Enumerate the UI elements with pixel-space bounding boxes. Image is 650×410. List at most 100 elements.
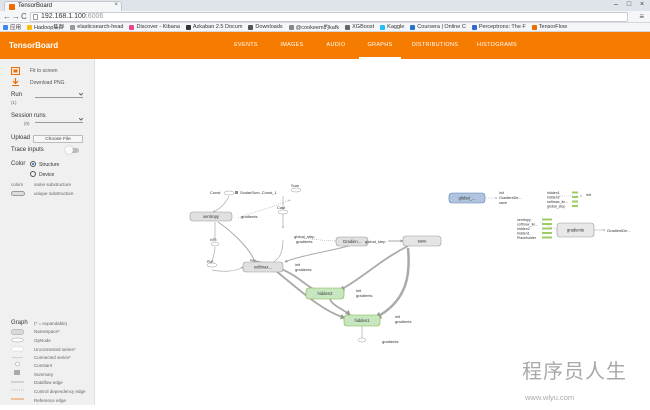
save-node-label: save bbox=[418, 239, 428, 244]
browser-tab[interactable]: TensorBoard × bbox=[4, 1, 122, 11]
choose-file-button[interactable]: Choose File bbox=[33, 135, 83, 143]
hidden1-init-label: init bbox=[395, 314, 401, 319]
app-title: TensorBoard bbox=[9, 41, 59, 50]
close-window-button[interactable]: × bbox=[639, 1, 645, 8]
bookmark-item[interactable]: XGBoost bbox=[345, 24, 374, 30]
global-step-node-label: global_... bbox=[459, 196, 476, 201]
xentropy-node-label: xentropy bbox=[203, 214, 220, 219]
trace-inputs-toggle[interactable] bbox=[65, 146, 79, 154]
to-label: inTo bbox=[210, 238, 216, 242]
list-bar bbox=[572, 200, 578, 203]
color-structure-radio[interactable] bbox=[30, 161, 36, 167]
namespace-shape-icon bbox=[11, 329, 24, 335]
forward-arrow-icon[interactable]: → bbox=[12, 12, 20, 21]
tab-histograms[interactable]: HISTOGRAMS bbox=[477, 42, 517, 48]
edge-xentropy-softmax bbox=[217, 221, 256, 263]
bookmark-item[interactable]: Azkaban 2.5 Docum bbox=[185, 24, 242, 30]
bookmark-item[interactable]: Downloads bbox=[248, 24, 283, 30]
page-info-icon bbox=[33, 14, 38, 20]
bookmark-icon bbox=[345, 24, 351, 30]
tab-close-icon[interactable]: × bbox=[114, 2, 118, 8]
right-init-label: init bbox=[586, 192, 592, 197]
hidden2-node-label: hidden2 bbox=[318, 291, 334, 296]
fit-to-screen-button[interactable]: Fit to screen bbox=[30, 68, 58, 74]
session-runs-count: (0) bbox=[24, 121, 30, 126]
download-png-button[interactable]: Download PNG bbox=[30, 80, 65, 86]
chevron-down-icon bbox=[79, 118, 83, 121]
bookmark-label: Discover - Kibana bbox=[136, 24, 180, 30]
bookmark-item[interactable]: Coursera | Online C bbox=[410, 24, 466, 30]
tab-graphs[interactable]: GRAPHS bbox=[357, 32, 403, 59]
bookmark-item[interactable]: Perceptrons: The F bbox=[471, 24, 526, 30]
bookmark-label: XGBoost bbox=[352, 24, 375, 30]
run-select[interactable] bbox=[35, 91, 83, 98]
bookmark-item[interactable]: 应用 bbox=[3, 23, 21, 31]
bookmark-icon bbox=[410, 24, 416, 30]
legend-label-control: Control dependency edge bbox=[34, 389, 86, 394]
global-step-label: global_step bbox=[294, 234, 315, 239]
bookmark-item[interactable]: @cookeem的kafk bbox=[288, 23, 339, 31]
bookmark-item[interactable]: TensorFlow bbox=[531, 24, 567, 30]
bookmark-label: elasticsearch-head bbox=[77, 24, 124, 30]
reload-icon[interactable]: C bbox=[21, 12, 27, 21]
right-top-list-label: global_step bbox=[547, 205, 565, 209]
bookmarks-bar: 应用 Hadoop集群 elasticsearch-head Discover - K… bbox=[0, 23, 650, 32]
global-step-node bbox=[448, 192, 486, 204]
bookmark-item[interactable]: Discover - Kibana bbox=[129, 24, 180, 30]
bookmark-item[interactable]: Kaggle bbox=[380, 24, 404, 30]
tab-distributions[interactable]: DISTRIBUTIONS bbox=[411, 42, 459, 48]
url-port: :6006 bbox=[85, 13, 104, 20]
window-controls: – □ × bbox=[610, 0, 648, 10]
bookmark-label: Hadoop集群 bbox=[34, 25, 65, 31]
color-device-radio[interactable] bbox=[30, 171, 36, 177]
globalstep-out-label: GradientDe... bbox=[499, 196, 522, 200]
bookmark-item[interactable]: Hadoop集群 bbox=[27, 23, 64, 31]
edge-cast-softmax bbox=[269, 239, 284, 265]
hidden1-node bbox=[343, 314, 381, 327]
fit-screen-icon[interactable] bbox=[11, 67, 20, 75]
url-input[interactable]: 192.168.1.100:6006 bbox=[30, 12, 628, 22]
sum-label: Sum bbox=[291, 183, 300, 188]
browser-menu-icon[interactable]: ≡ bbox=[639, 12, 644, 21]
tab-images[interactable]: IMAGES bbox=[280, 42, 304, 48]
tab-audio[interactable]: AUDIO bbox=[326, 42, 346, 48]
bookmark-label: 应用 bbox=[10, 25, 22, 31]
unique-substructure-swatch bbox=[11, 191, 25, 196]
list-bar bbox=[572, 196, 578, 198]
maximize-button[interactable]: □ bbox=[626, 1, 632, 8]
hidden1-node-label: hidden1 bbox=[355, 318, 371, 323]
edge-hidden2-hidden1 bbox=[329, 297, 351, 316]
bookmark-label: Coursera | Online C bbox=[417, 24, 466, 30]
download-icon[interactable] bbox=[11, 78, 20, 86]
bookmark-icon bbox=[380, 24, 386, 30]
xentropy-gradients-label: gradients bbox=[241, 214, 257, 219]
edge-globalstep-gradien bbox=[299, 237, 338, 242]
group-bar bbox=[542, 232, 552, 234]
softmax-init-label: init bbox=[295, 262, 301, 267]
watermark-url: www.wlyu.com bbox=[525, 393, 575, 402]
browser-tab-strip: TensorBoard × – □ × bbox=[0, 0, 650, 11]
tab-events[interactable]: EVENTS bbox=[234, 42, 258, 48]
right-group-label: hidden1 bbox=[517, 232, 530, 236]
constant-shape-icon bbox=[15, 361, 20, 367]
bookmark-icon bbox=[129, 24, 135, 30]
tensorboard-header: TensorBoard EVENTS IMAGES AUDIO GRAPHS D… bbox=[0, 32, 650, 59]
minimize-button[interactable]: – bbox=[614, 1, 618, 8]
list-bar bbox=[572, 205, 578, 207]
graph-legend-title: Graph bbox=[11, 320, 28, 326]
graph-svg[interactable]: xentropysoftmax...Gradien...savehidden2h… bbox=[96, 59, 650, 405]
hidden1-out-node bbox=[357, 337, 367, 343]
bookmark-icon bbox=[471, 24, 477, 30]
group-bar bbox=[542, 218, 552, 221]
edge-to-pl bbox=[211, 246, 216, 263]
const-label: Const bbox=[210, 190, 221, 195]
right-group-label: softmax_lin... bbox=[517, 223, 538, 227]
session-runs-select[interactable] bbox=[35, 116, 83, 123]
back-arrow-icon[interactable]: ← bbox=[3, 12, 11, 21]
watermark: 程序员人生 bbox=[522, 359, 627, 383]
graph-controls-sidebar: Fit to screen Download PNG Run (1) Sessi… bbox=[0, 59, 95, 405]
right-group-label: xentropy bbox=[517, 218, 531, 222]
bookmark-item[interactable]: elasticsearch-head bbox=[70, 24, 123, 30]
toggle-knob bbox=[65, 146, 73, 154]
